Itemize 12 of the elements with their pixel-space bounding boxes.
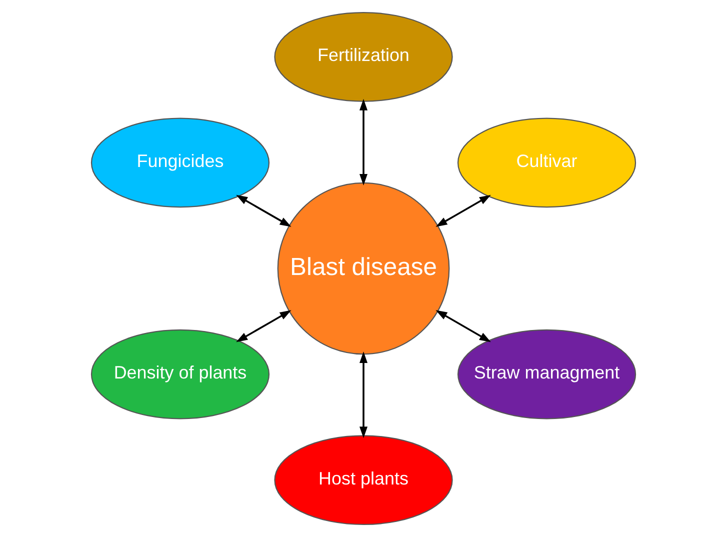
arrow	[236, 310, 291, 342]
node-ellipse: Fertilization	[274, 12, 452, 102]
arrow	[358, 352, 368, 438]
node-ellipse: Straw managment	[456, 329, 636, 420]
arrow	[435, 194, 490, 227]
node-ellipse: Fungicides	[90, 118, 270, 208]
node-ellipse: Host plants	[274, 435, 452, 526]
node-ellipse: Density of plants	[90, 329, 270, 420]
arrow	[435, 310, 490, 342]
arrow	[358, 98, 368, 186]
node-ellipse: Cultivar	[456, 118, 636, 208]
arrow	[236, 194, 291, 227]
